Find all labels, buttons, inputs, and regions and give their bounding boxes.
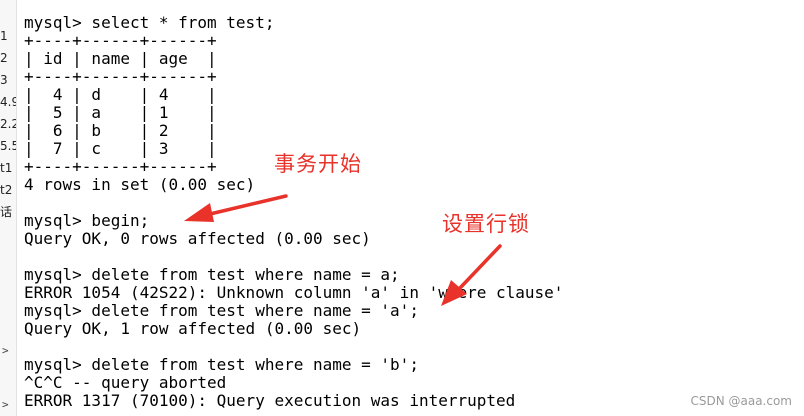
terminal-line: mysql> begin; — [24, 211, 150, 230]
gutter-label: 话 — [0, 205, 13, 219]
gutter-label: 5.5 — [0, 139, 16, 153]
watermark: CSDN @aaa.com — [690, 394, 792, 408]
arrow-to-begin — [184, 194, 288, 222]
annotation-set-row-lock: 设置行锁 — [442, 212, 530, 236]
expand-arrow-icon[interactable]: > — [2, 344, 9, 357]
gutter-label: 2.2 — [0, 117, 16, 131]
terminal-line: ^C^C -- query aborted — [24, 373, 227, 392]
terminal-line: Query OK, 1 row affected (0.00 sec) — [24, 319, 362, 338]
terminal-line: +----+------+------+ — [24, 31, 217, 50]
arrow-to-delete — [441, 244, 502, 306]
gutter-label: t1 — [0, 161, 13, 175]
gutter-label: t2 — [0, 183, 13, 197]
gutter-label: 2 — [0, 51, 8, 65]
annotation-transaction-start: 事务开始 — [274, 152, 362, 176]
gutter-label: 3 — [0, 73, 8, 87]
expand-arrow-icon[interactable]: > — [2, 398, 9, 411]
terminal-line: | 6 | b | 2 | — [24, 121, 217, 140]
terminal-line: | 4 | d | 4 | — [24, 85, 217, 104]
terminal-line: ERROR 1317 (70100): Query execution was … — [24, 391, 516, 410]
terminal-line: | id | name | age | — [24, 49, 217, 68]
terminal-line: mysql> delete from test where name = 'a'… — [24, 301, 419, 320]
terminal-line: | 5 | a | 1 | — [24, 103, 217, 122]
gutter-label: 4.9 — [0, 95, 16, 109]
terminal-line: 4 rows in set (0.00 sec) — [24, 175, 256, 194]
terminal-line: +----+------+------+ — [24, 157, 217, 176]
terminal-line: | 7 | c | 3 | — [24, 139, 217, 158]
terminal-line: +----+------+------+ — [24, 67, 217, 86]
left-gutter: 1 2 3 4.9 2.2 5.5 t1 t2 话 > > — [0, 0, 17, 416]
terminal-line: mysql> delete from test where name = 'b'… — [24, 355, 419, 374]
terminal-line: Query OK, 0 rows affected (0.00 sec) — [24, 229, 371, 248]
terminal-output: mysql> select * from test;+----+------+-… — [24, 14, 563, 410]
terminal-line: mysql> delete from test where name = a; — [24, 265, 400, 284]
gutter-label: 1 — [0, 29, 8, 43]
terminal-line: mysql> select * from test; — [24, 13, 275, 32]
